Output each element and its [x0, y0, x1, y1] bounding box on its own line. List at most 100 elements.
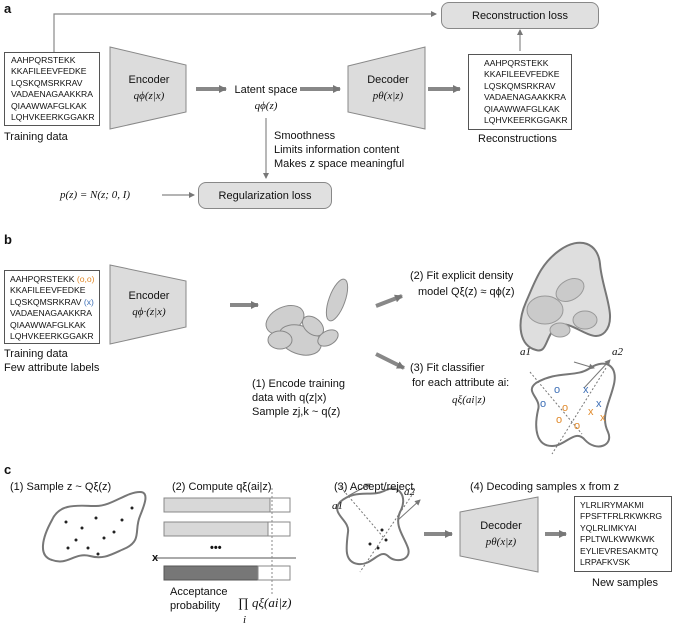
step2-line1: (2) Fit explicit density — [410, 270, 514, 282]
axis-a2-c: a2 — [404, 486, 415, 498]
sequence-line: QIAAWWAFGLKAK — [484, 103, 560, 114]
note-smoothness: Smoothness — [274, 130, 336, 142]
axis-a1-b: a1 — [520, 346, 531, 358]
axis-a2-b: a2 — [612, 346, 623, 358]
encoder-formula-a: qϕ(z|x) — [133, 90, 165, 102]
density-model-shape — [519, 241, 611, 352]
product-index: i — [243, 614, 247, 626]
bars-ellipsis: ••• — [210, 542, 222, 554]
sequence-line: AAHPQRSTEKK — [10, 274, 75, 284]
sequence-line: LQHVKEERKGGAKR — [11, 112, 95, 123]
class-mark-o-orange: o — [574, 420, 581, 432]
sequence-line: KKAFILEEVFEDKE — [10, 285, 86, 296]
sequence-line: YQLRLIMKYAI — [580, 522, 637, 533]
class-mark-o-blue: o — [540, 398, 547, 410]
encoder-shape-a — [109, 46, 187, 130]
reconstructions-label: Reconstructions — [478, 133, 557, 145]
training-sequences-a: AAHPQRSTEKK KKAFILEEVFEDKE LQSKQMSRKRAV … — [11, 55, 95, 123]
latent-blobs — [265, 278, 349, 356]
reconstructions-box — [468, 54, 572, 130]
panel-label-b: b — [4, 232, 12, 247]
step3-line1: (3) Fit classifier — [410, 362, 485, 374]
step-accept-reject: (3) Accept/reject — [334, 481, 414, 493]
reconstruction-sequences: AAHPQRSTEKK KKAFILEEVFEDKE LQSKQMSRKRAV … — [484, 58, 568, 126]
sequence-line: VADAENAGAAKKRA — [10, 308, 92, 319]
step1-line3: Sample zj,k ~ q(z) — [252, 406, 341, 418]
arrow-to-density — [375, 294, 403, 308]
training-data-box-b — [4, 270, 100, 344]
x-marker: x — [152, 552, 159, 564]
sequence-line: QIAAWWAFGLKAK — [10, 319, 86, 330]
step-decode: (4) Decoding samples x from z — [470, 481, 620, 493]
classifier-shape — [529, 359, 616, 455]
class-mark-x: x — [596, 398, 602, 410]
sequence-line: LQSKQMSRKRAV — [11, 77, 83, 88]
product-formula: ∏ qξ(ai|z) — [238, 595, 292, 610]
sequence-line: LQSKQMSRKRAV — [484, 80, 556, 91]
step3-line3: qξ(ai|z) — [452, 394, 486, 406]
sequence-line: VADAENAGAAKKRA — [11, 89, 93, 100]
probability-bars — [156, 488, 296, 594]
sequence-line: LQSKQMSRKRAV — [10, 296, 82, 307]
recon-loss-connector — [53, 11, 437, 52]
attribute-mark-o: (o,o) — [76, 274, 95, 284]
sequence-line: KKAFILEEVFEDKE — [484, 69, 560, 80]
encoder-title-a: Encoder — [128, 74, 170, 86]
sample-space-shape — [42, 490, 147, 563]
step-sample: (1) Sample z ~ Qξ(z) — [10, 481, 112, 493]
regularization-loss-box: Regularization loss — [198, 182, 332, 209]
class-mark-o-blue: o — [554, 384, 561, 396]
class-mark-o-orange: o — [562, 402, 569, 414]
step-compute: (2) Compute qξ(ai|z) — [172, 481, 272, 493]
sequence-line: FPLTWLKWWKWK — [580, 534, 655, 545]
sequence-line: FPSFTFRLRKWKRG — [580, 511, 663, 522]
training-data-box-a — [4, 52, 100, 126]
reconstruction-loss-box: Reconstruction loss — [441, 2, 599, 29]
new-sequences: YLRLIRYMAKMI FPSFTFRLRKWKRG YQLRLIMKYAI … — [580, 500, 662, 568]
class-mark-x: x — [583, 384, 589, 396]
axis-a1-c: a1 — [332, 500, 343, 512]
training-sequences-b: AAHPQRSTEKK (o,o) KKAFILEEVFEDKE LQSKQMS… — [10, 274, 95, 342]
sequence-line: LRPAFKVSK — [580, 557, 630, 568]
note-meaningful: Makes z space meaningful — [274, 158, 405, 170]
decoder-title-c: Decoder — [480, 520, 522, 532]
latent-space-title: Latent space — [234, 84, 298, 96]
sequence-line: LQHVKEERKGGAKR — [10, 331, 94, 342]
sample-points — [64, 506, 134, 556]
encoder-title-b: Encoder — [128, 290, 170, 302]
training-data-label-a: Training data — [4, 131, 68, 143]
step1-line2: data with q(z|x) — [252, 392, 327, 404]
training-data-label-b: Training data — [4, 348, 68, 360]
decoder-formula-a: pθ(x|z) — [372, 90, 404, 102]
panel-label-c: c — [4, 462, 12, 477]
prior-formula: p(z) = N(z; 0, I) — [60, 189, 131, 201]
encoder-shape-b — [109, 264, 187, 345]
decoder-shape-a — [347, 46, 426, 130]
latent-space-formula: qϕ(z) — [254, 100, 278, 112]
encoder-formula-b: qϕ·(z|x) — [132, 306, 166, 318]
acceptance-line2: probability — [170, 600, 221, 612]
panel-label-a: a — [4, 1, 12, 16]
decoder-formula-c: pθ(x|z) — [485, 536, 517, 548]
class-mark-o-orange: o — [556, 414, 563, 426]
decoder-shape-c — [459, 496, 539, 573]
sequence-line: VADAENAGAAKKRA — [484, 92, 566, 103]
accept-reject-shape — [336, 483, 421, 573]
few-attribute-labels: Few attribute labels — [4, 362, 100, 374]
step1-line1: (1) Encode training — [252, 378, 345, 390]
sequence-line: KKAFILEEVFEDKE — [11, 66, 87, 77]
step2-line2: model Qξ(z) ≈ qϕ(z) — [418, 286, 515, 298]
sequence-line: AAHPQRSTEKK — [11, 55, 76, 65]
acceptance-line1: Acceptance — [170, 586, 228, 598]
decoder-title-a: Decoder — [367, 74, 409, 86]
new-samples-label: New samples — [592, 577, 659, 589]
sequence-line: EYLIEVRESAKMTQ — [580, 545, 659, 556]
sequence-line: YLRLIRYMAKMI — [580, 500, 644, 510]
new-samples-box — [574, 496, 672, 572]
sequence-line: AAHPQRSTEKK — [484, 58, 549, 68]
sequence-line: QIAAWWAFGLKAK — [11, 100, 87, 111]
arrow-to-classifier — [375, 352, 405, 370]
class-mark-x-orange: x — [588, 406, 594, 418]
sequence-line: LQHVKEERKGGAKR — [484, 115, 568, 126]
